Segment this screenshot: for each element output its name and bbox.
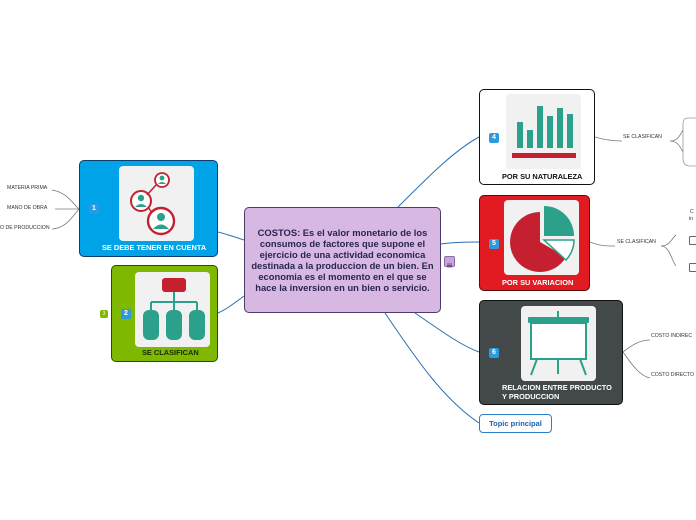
pie-chart-icon (504, 200, 579, 275)
node-label: POR SU NATURALEZA (502, 172, 583, 181)
child-costo-directo[interactable]: COSTO DIRECTO (651, 372, 695, 378)
node-number-6: 6 (489, 348, 499, 358)
node-por-su-naturaleza[interactable]: 4 POR SU NATURALEZA (479, 89, 595, 185)
topic-principal[interactable]: Topic principal (479, 414, 552, 433)
bar-chart-icon (506, 94, 581, 169)
central-text: COSTOS: Es el valor monetario de los con… (251, 227, 434, 293)
node-se-clasifican[interactable]: 2 SE CLASIFICAN (111, 265, 218, 362)
child-se-clasifican-5[interactable]: SE CLASIFICAN (617, 239, 656, 245)
node-number-1: 1 (89, 204, 99, 214)
node-label: POR SU VARIACION (502, 278, 574, 287)
node-se-debe-tener-en-cuenta[interactable]: 1 SE DEBE TENER EN CUENTA (79, 160, 218, 257)
node-label: SE DEBE TENER EN CUENTA (102, 243, 207, 252)
clipped-text-top: C (690, 209, 694, 215)
notes-icon[interactable] (444, 256, 455, 268)
users-icon (119, 166, 194, 241)
checkbox-icon[interactable] (689, 236, 696, 245)
node-number-2: 2 (121, 309, 131, 319)
child-se-clasifican-4[interactable]: SE CLASIFICAN (623, 134, 662, 140)
node-por-su-variacion[interactable]: 5 POR SU VARIACION (479, 195, 590, 291)
checkbox-icon[interactable] (689, 263, 696, 272)
org-chart-icon (135, 272, 210, 347)
node-number-4: 4 (489, 133, 499, 143)
node-number-5: 5 (489, 239, 499, 249)
node-label: RELACION ENTRE PRODUCTO Y PRODUCCION (502, 383, 612, 401)
child-costo-de-produccion[interactable]: O DE PRODUCCION (0, 225, 50, 231)
node-relacion-entre-producto-y-produccion[interactable]: 6 RELACION ENTRE PRODUCTO Y PRODUCCION (479, 300, 623, 405)
clipped-text-bottom: in (689, 216, 694, 222)
presentation-board-icon (521, 306, 596, 381)
collapsed-count-badge[interactable]: 3 (100, 310, 108, 318)
node-label: SE CLASIFICAN (142, 348, 199, 357)
child-mano-de-obra[interactable]: MANO DE OBRA (7, 205, 48, 211)
central-topic[interactable]: COSTOS: Es el valor monetario de los con… (244, 207, 441, 313)
child-materia-prima[interactable]: MATERIA PRIMA (7, 185, 48, 191)
child-costo-indirecto[interactable]: COSTO INDIREC (651, 333, 693, 339)
